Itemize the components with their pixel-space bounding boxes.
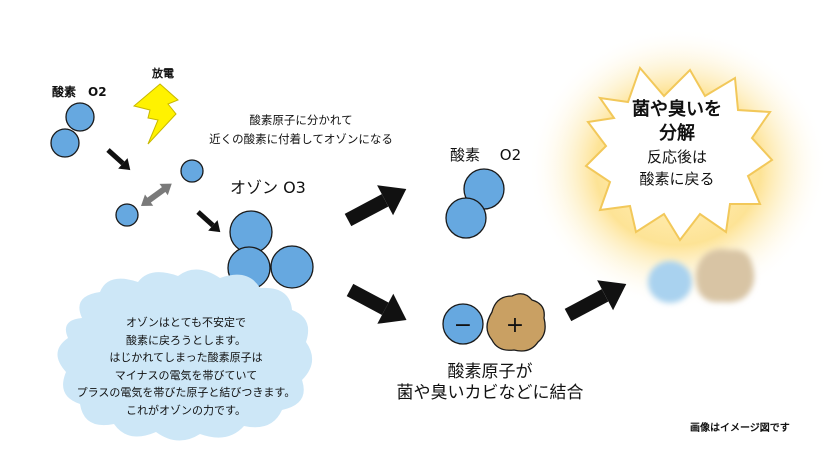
plus-sign: + bbox=[506, 313, 524, 338]
explosion-burst-icon bbox=[584, 66, 774, 242]
split-note-line: 酸素原子に分かれて bbox=[249, 113, 353, 127]
double-arrow-icon bbox=[141, 183, 172, 206]
faded-bacteria bbox=[695, 249, 755, 303]
oxygen-atom bbox=[270, 245, 314, 289]
cloud-line: オゾンはとても不安定で bbox=[125, 316, 247, 329]
binding-caption: 酸素原子が 菌や臭いカビなどに結合 bbox=[390, 362, 590, 404]
cloud-line: これがオゾンの力です。 bbox=[126, 403, 246, 417]
cloud-line: 酸素に戻ろうとします。 bbox=[126, 333, 246, 347]
cloud-line: はじかれてしまった酸素原子は bbox=[109, 351, 263, 364]
arrow-icon bbox=[106, 148, 131, 171]
burst-line: 酸素に戻る bbox=[639, 170, 715, 188]
cloud-line: マイナスの電気を帯びていて bbox=[114, 368, 258, 382]
minus-sign: − bbox=[454, 313, 472, 338]
oxygen-atom bbox=[65, 102, 95, 132]
result-oxygen-label: 酸素 O2 bbox=[450, 146, 522, 164]
decompose-caption: 菌や臭いを 分解 反応後は 酸素に戻る bbox=[602, 98, 752, 190]
cloud-explanation: オゾンはとても不安定で 酸素に戻ろうとします。 はじかれてしまった酸素原子は マ… bbox=[70, 314, 302, 419]
split-note-line: 近くの酸素に付着してオゾンになる bbox=[209, 132, 393, 146]
oxygen-o2-label: 酸素 O2 bbox=[52, 85, 107, 99]
binding-line: 菌や臭いカビなどに結合 bbox=[396, 383, 584, 403]
lightning-bolt-icon bbox=[132, 83, 179, 145]
discharge-label: 放電 bbox=[152, 67, 174, 80]
faded-oxygen-atom bbox=[648, 261, 692, 303]
oxygen-atom bbox=[50, 128, 80, 158]
burst-line: 菌や臭いを bbox=[632, 99, 722, 120]
binding-line: 酸素原子が bbox=[447, 362, 533, 382]
ozone-label: オゾン O3 bbox=[230, 178, 306, 197]
oxygen-atom bbox=[442, 303, 484, 345]
burst-line: 分解 bbox=[659, 123, 695, 144]
oxygen-atom bbox=[115, 203, 139, 227]
image-footnote: 画像はイメージ図です bbox=[690, 423, 790, 434]
arrow-icon bbox=[564, 280, 627, 322]
oxygen-atom bbox=[180, 159, 204, 183]
arrow-icon bbox=[344, 185, 407, 227]
split-note: 酸素原子に分かれて 近くの酸素に付着してオゾンになる bbox=[196, 111, 406, 149]
cloud-line: プラスの電気を帯びた原子と結びつきます。 bbox=[76, 386, 296, 399]
cloud-icon bbox=[57, 269, 313, 441]
burst-line: 反応後は bbox=[646, 148, 707, 166]
arrow-icon bbox=[196, 210, 221, 233]
oxygen-atom bbox=[445, 197, 487, 239]
bacteria-icon bbox=[486, 293, 546, 352]
arrow-icon bbox=[346, 283, 407, 324]
